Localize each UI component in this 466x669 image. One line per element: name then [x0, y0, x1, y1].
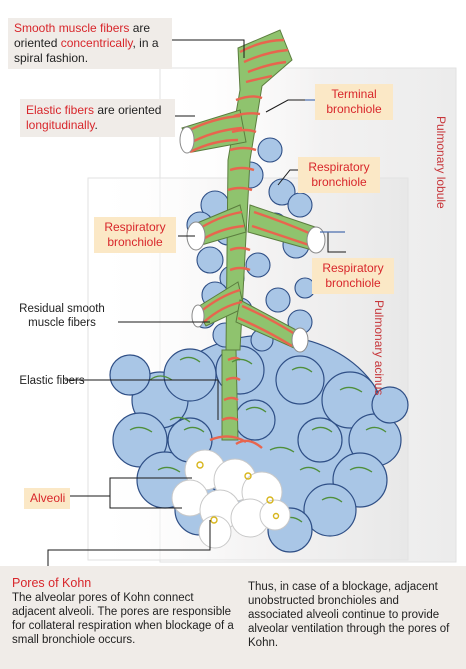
elastic-rest: .: [94, 118, 98, 132]
elastic-title: Elastic fibers: [26, 103, 95, 117]
elastic-fibers-label: Elastic fibers: [19, 375, 85, 387]
smooth-muscle-rest: , in a spiral fashion.: [14, 36, 159, 65]
smooth-muscle-oriented: oriented: [14, 36, 61, 50]
pulmonary-lobule-label: Pulmonary lobule: [434, 116, 448, 209]
smooth-muscle-callout: Smooth muscle fibers are oriented concen…: [8, 18, 172, 69]
alveoli-highlight: [171, 449, 291, 549]
pores-of-kohn-text: The alveolar pores of Kohn connect adjac…: [12, 592, 234, 646]
residual-smooth-muscle-label: Residual smooth muscle fibers: [19, 303, 105, 329]
blockage-note: Thus, in case of a blockage, adjacent un…: [248, 580, 456, 650]
respiratory-bronchiole-label-top: Respiratory bronchiole: [298, 157, 380, 193]
pores-of-kohn-note: Pores of Kohn The alveolar pores of Kohn…: [12, 576, 234, 647]
pulmonary-acinus-label: Pulmonary acinus: [372, 300, 386, 396]
footer-notes-panel: Pores of Kohn The alveolar pores of Kohn…: [0, 566, 466, 669]
pores-of-kohn-marks: [196, 461, 280, 524]
smooth-muscle-keyword: concentrically: [60, 36, 133, 50]
terminal-bronchiole-label: Terminal bronchiole: [315, 84, 393, 120]
pores-of-kohn-title: Pores of Kohn: [12, 576, 92, 590]
respiratory-bronchiole-label-left: Respiratory bronchiole: [94, 217, 176, 253]
elastic-are: are: [94, 103, 115, 117]
elastic-oriented: oriented: [118, 103, 162, 117]
elastic-callout: Elastic fibers are oriented longitudinal…: [20, 99, 175, 137]
alveoli-label: Alveoli: [24, 488, 70, 509]
smooth-muscle-title: Smooth muscle fibers: [14, 21, 130, 35]
label-connector-lines: [305, 99, 345, 233]
respiratory-bronchiole-label-right: Respiratory bronchiole: [312, 258, 394, 294]
elastic-keyword: longitudinally: [26, 118, 95, 132]
smooth-muscle-are: are: [129, 21, 151, 35]
blockage-text: Thus, in case of a blockage, adjacent un…: [248, 581, 450, 649]
